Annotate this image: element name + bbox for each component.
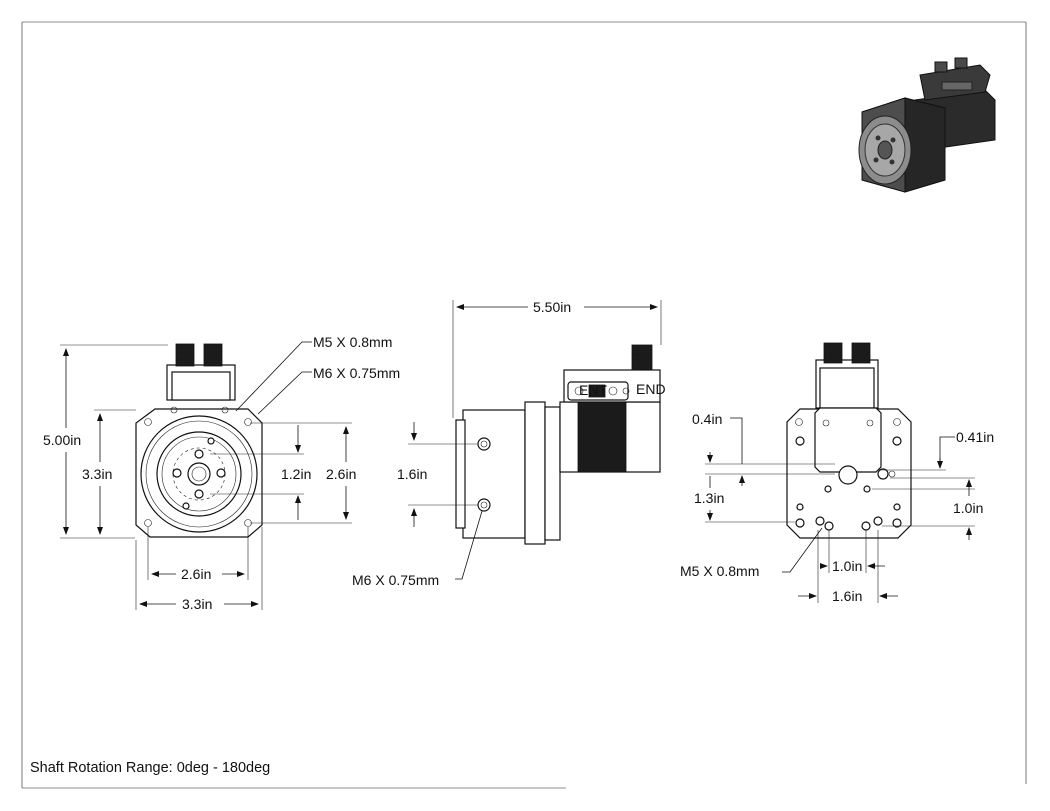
front-thread-m5-label: M5 X 0.8mm (313, 334, 392, 350)
motor-isometric-icon (858, 57, 996, 193)
front-width-flange-label: 3.3in (182, 596, 212, 612)
side-hole-spacing-label: 1.6in (397, 466, 427, 482)
front-height-flange-label: 3.3in (82, 466, 112, 482)
back-dim-041-label: 0.41in (956, 429, 994, 445)
back-dim-10-right-label: 1.0in (953, 500, 983, 516)
back-view-dimensions (705, 417, 975, 603)
shaft-rotation-caption: Shaft Rotation Range: 0deg - 180deg (30, 760, 271, 776)
back-dim-13-label: 1.3in (694, 490, 724, 506)
front-width-bolt-label: 2.6in (181, 566, 211, 582)
back-dim-10-bottom-label: 1.0in (832, 558, 862, 574)
back-view (786, 342, 912, 539)
side-end-label: END (636, 381, 666, 397)
front-view-dimensions (60, 341, 352, 610)
front-thread-m6-label: M6 X 0.75mm (313, 365, 400, 381)
back-dim-04-label: 0.4in (692, 411, 722, 427)
drawing-border (21, 21, 1027, 789)
back-dim-16-bottom-label: 1.6in (832, 588, 862, 604)
side-thread-label: M6 X 0.75mm (352, 572, 439, 588)
front-view (135, 343, 263, 538)
side-view (455, 344, 661, 545)
front-bolt-outer-label: 2.6in (326, 466, 356, 482)
front-height-overall-label: 5.00in (43, 432, 81, 448)
side-view-dimensions (408, 300, 662, 580)
back-thread-label: M5 X 0.8mm (680, 563, 759, 579)
side-ent-label: ENT (579, 382, 607, 398)
front-bolt-inner-label: 1.2in (281, 466, 311, 482)
side-length-label: 5.50in (533, 299, 571, 315)
